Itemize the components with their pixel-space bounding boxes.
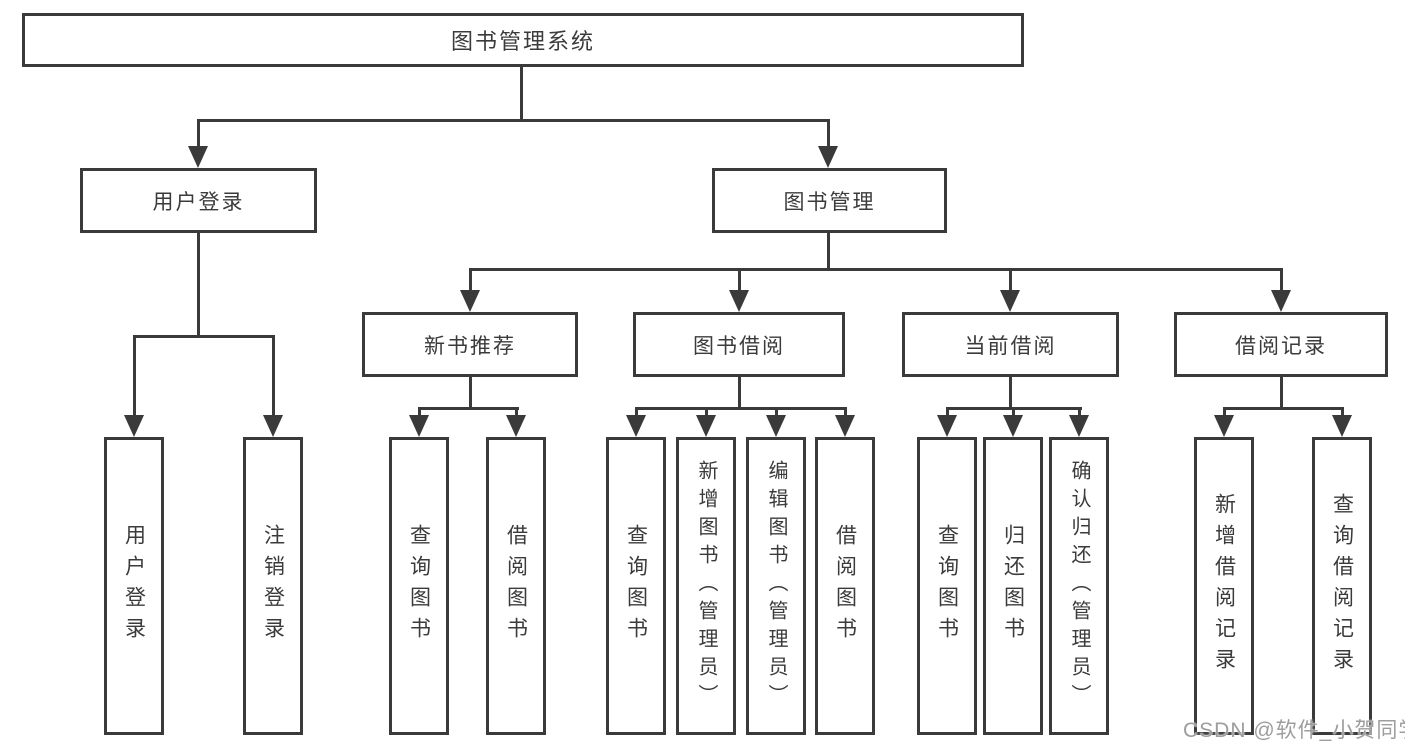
connector-book-mgmt-drop xyxy=(469,268,472,293)
node-book-borrow: 图书借阅 xyxy=(633,312,845,377)
connector-root-drop-left xyxy=(197,119,200,149)
node-user-login-label: 用户登录 xyxy=(152,190,245,214)
leaf-record-add-label: 新增借阅记录 xyxy=(1212,493,1236,679)
connector-new-book-drop xyxy=(418,407,421,417)
connector-book-borrow-stem xyxy=(738,377,741,407)
leaf-current-return-label: 归还图书 xyxy=(1001,524,1025,648)
leaf-newbook-search-label: 查询图书 xyxy=(407,524,431,648)
connector-new-book-bar xyxy=(418,407,519,410)
connector-borrow-record-bar xyxy=(1223,407,1344,410)
connector-book-mgmt-drop xyxy=(738,268,741,293)
leaf-record-search: 查询借阅记录 xyxy=(1312,437,1372,735)
leaf-current-confirm-admin: 确认归还（管理员） xyxy=(1049,437,1109,735)
arrow-down-icon xyxy=(1214,415,1234,437)
connector-borrow-record-drop xyxy=(1223,407,1226,417)
leaf-user-login-label: 用户登录 xyxy=(122,524,146,648)
leaf-current-confirm-admin-label: 确认归还（管理员） xyxy=(1068,460,1090,712)
leaf-logout: 注销登录 xyxy=(243,437,303,735)
arrow-down-icon xyxy=(124,415,144,437)
connector-user-login-stem xyxy=(197,233,200,335)
arrow-down-icon xyxy=(766,415,786,437)
arrow-down-icon xyxy=(1000,290,1020,312)
arrow-down-icon xyxy=(937,415,957,437)
arrow-down-icon xyxy=(263,415,283,437)
connector-book-borrow-bar xyxy=(635,407,847,410)
arrow-down-icon xyxy=(460,290,480,312)
node-root-label: 图书管理系统 xyxy=(450,29,595,54)
connector-book-mgmt-stem xyxy=(827,233,830,268)
connector-root-stem xyxy=(520,67,523,119)
arrow-down-icon xyxy=(626,415,646,437)
arrow-down-icon xyxy=(1332,415,1352,437)
arrow-down-icon xyxy=(1003,415,1023,437)
leaf-borrow-search: 查询图书 xyxy=(606,437,666,735)
connector-current-borrow-stem xyxy=(1009,377,1012,407)
connector-book-borrow-drop xyxy=(775,407,778,417)
node-current-borrow-label: 当前借阅 xyxy=(964,334,1057,358)
arrow-down-icon xyxy=(696,415,716,437)
arrow-down-icon xyxy=(835,415,855,437)
connector-user-login-drop xyxy=(272,335,275,418)
connector-book-borrow-drop xyxy=(844,407,847,417)
leaf-newbook-borrow: 借阅图书 xyxy=(486,437,546,735)
arrow-down-icon xyxy=(818,146,838,168)
leaf-borrow-borrow-label: 借阅图书 xyxy=(833,524,857,648)
leaf-record-add: 新增借阅记录 xyxy=(1194,437,1254,735)
connector-book-borrow-drop xyxy=(705,407,708,417)
node-book-management: 图书管理 xyxy=(712,168,947,233)
leaf-logout-label: 注销登录 xyxy=(261,524,285,648)
leaf-borrow-borrow: 借阅图书 xyxy=(815,437,875,735)
node-root: 图书管理系统 xyxy=(22,13,1024,67)
leaf-current-search: 查询图书 xyxy=(917,437,977,735)
connector-new-book-drop xyxy=(515,407,518,417)
connector-borrow-record-drop xyxy=(1341,407,1344,417)
connector-user-login-drop xyxy=(133,335,136,418)
connector-user-login-bar xyxy=(133,335,275,338)
node-borrow-record-label: 借阅记录 xyxy=(1235,334,1327,358)
connector-book-mgmt-bar xyxy=(469,268,1283,271)
connector-root-drop-right xyxy=(827,119,830,149)
connector-book-mgmt-drop xyxy=(1009,268,1012,293)
connector-new-book-stem xyxy=(469,377,472,407)
leaf-borrow-edit-admin-label: 编辑图书（管理员） xyxy=(765,460,787,712)
leaf-newbook-search: 查询图书 xyxy=(389,437,449,735)
leaf-user-login: 用户登录 xyxy=(104,437,164,735)
node-new-book-recommend: 新书推荐 xyxy=(362,312,578,377)
leaf-borrow-add-admin-label: 新增图书（管理员） xyxy=(695,460,717,712)
leaf-record-search-label: 查询借阅记录 xyxy=(1330,493,1354,679)
connector-borrow-record-stem xyxy=(1280,377,1283,407)
csdn-watermark: CSDN @软件_小贺同学 xyxy=(1183,719,1405,742)
node-current-borrow: 当前借阅 xyxy=(902,312,1119,377)
arrow-down-icon xyxy=(188,146,208,168)
leaf-current-return: 归还图书 xyxy=(983,437,1043,735)
leaf-borrow-edit-admin: 编辑图书（管理员） xyxy=(746,437,806,735)
connector-current-borrow-drop xyxy=(946,407,949,417)
connector-current-borrow-drop xyxy=(1078,407,1081,417)
arrow-down-icon xyxy=(506,415,526,437)
connector-root-bar xyxy=(197,119,830,122)
arrow-down-icon xyxy=(409,415,429,437)
node-new-book-recommend-label: 新书推荐 xyxy=(424,334,516,358)
leaf-newbook-borrow-label: 借阅图书 xyxy=(504,524,528,648)
node-book-management-label: 图书管理 xyxy=(783,190,876,214)
arrow-down-icon xyxy=(729,290,749,312)
arrow-down-icon xyxy=(1069,415,1089,437)
leaf-current-search-label: 查询图书 xyxy=(935,524,959,648)
connector-book-mgmt-drop xyxy=(1280,268,1283,293)
node-user-login: 用户登录 xyxy=(80,168,317,233)
leaf-borrow-search-label: 查询图书 xyxy=(624,524,648,648)
connector-current-borrow-drop xyxy=(1012,407,1015,417)
node-borrow-record: 借阅记录 xyxy=(1174,312,1388,377)
connector-book-borrow-drop xyxy=(635,407,638,417)
leaf-borrow-add-admin: 新增图书（管理员） xyxy=(676,437,736,735)
arrow-down-icon xyxy=(1271,290,1291,312)
node-book-borrow-label: 图书借阅 xyxy=(693,334,785,358)
